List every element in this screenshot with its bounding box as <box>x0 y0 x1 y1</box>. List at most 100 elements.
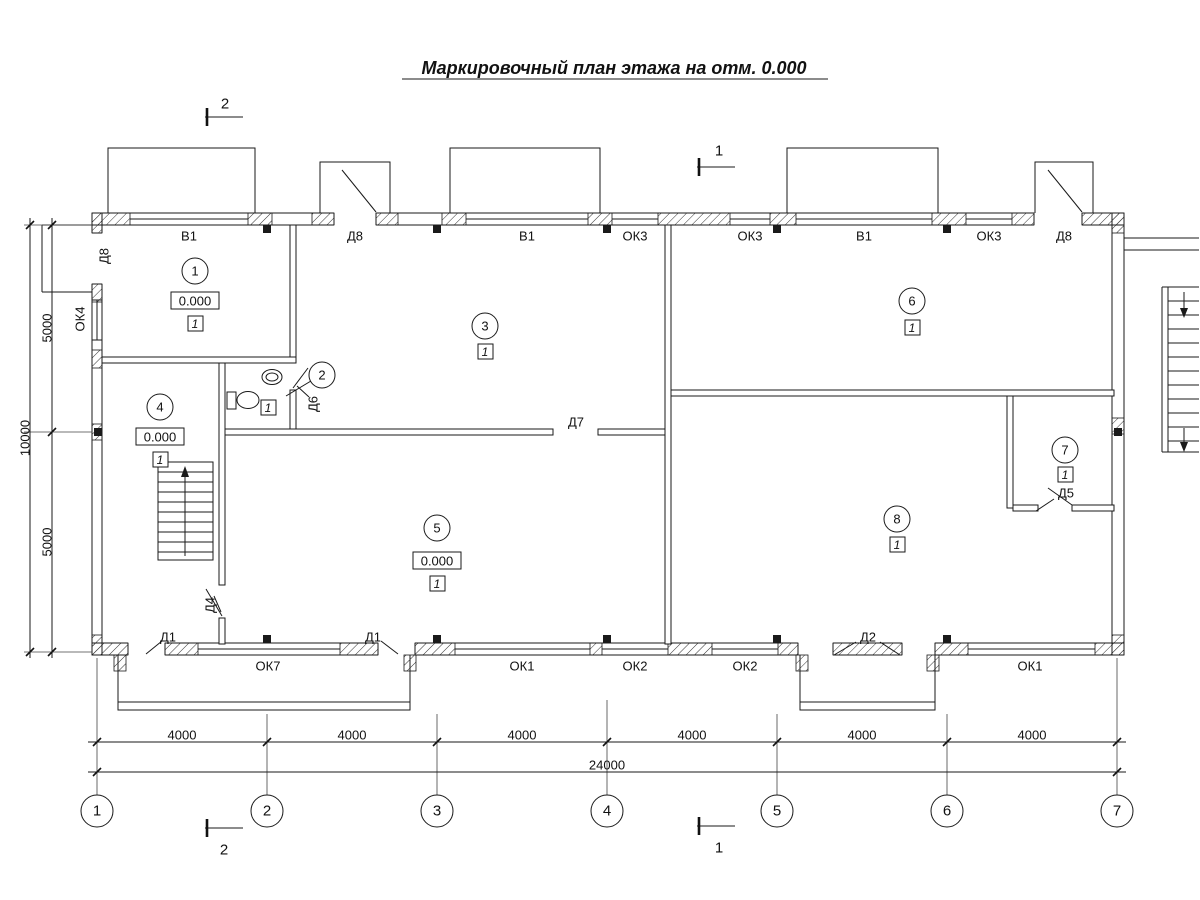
room-5-finish: 1 <box>434 577 441 591</box>
room-7-number: 7 <box>1061 443 1068 458</box>
room-5-finish-box <box>429 575 446 592</box>
axis-7: 7 <box>1113 803 1121 820</box>
bottom-dimensions: 4000 4000 4000 4000 4000 4000 24000 <box>88 658 1126 795</box>
room-5-bubble <box>423 514 451 542</box>
dim-left-5000-bottom: 5000 <box>40 528 55 557</box>
room-2-finish-box <box>260 399 277 416</box>
label-v1-c: В1 <box>856 229 872 244</box>
room-6-finish-box <box>904 319 921 336</box>
axis-4: 4 <box>603 803 611 820</box>
room-4-finish-box <box>152 451 169 468</box>
dim-4000-3: 4000 <box>508 728 537 743</box>
room-1-finish-box <box>187 315 204 332</box>
toilet-tank <box>226 391 237 410</box>
room-3-finish-box <box>477 343 494 360</box>
label-ok3-c: ОК3 <box>977 229 1002 244</box>
label-ok1-b: ОК1 <box>1018 659 1043 674</box>
room-7-bubble <box>1051 436 1079 464</box>
door-leaf-d5 <box>1047 487 1073 506</box>
section-2-top-label: 2 <box>221 96 229 113</box>
dim-4000-6: 4000 <box>1018 728 1047 743</box>
section-1-bottom-label: 1 <box>715 840 723 857</box>
dim-4000-5: 4000 <box>848 728 877 743</box>
label-ok4: ОК4 <box>73 307 88 332</box>
door-leaf-d6 <box>292 367 309 389</box>
room-4-elevation-box <box>135 427 185 446</box>
room-5-elevation: 0.000 <box>421 554 454 569</box>
label-ok3-b: ОК3 <box>738 229 763 244</box>
door-leaf-d8-mid <box>341 169 377 213</box>
label-d1-a: Д1 <box>160 630 176 645</box>
room-2-bubble <box>308 361 336 389</box>
exterior-stair <box>1124 237 1199 453</box>
opening-labels: Д8 В1 Д8 В1 ОК3 ОК3 В1 ОК3 Д8 ОК4 Д1 ОК7… <box>73 229 1075 674</box>
axis-6: 6 <box>943 803 951 820</box>
sink-basin <box>265 372 279 382</box>
drawing-title: Маркировочный план этажа на отм. 0.000 <box>421 58 806 78</box>
room-4-finish: 1 <box>157 453 164 467</box>
interior-walls <box>101 224 1115 645</box>
room-1-number: 1 <box>191 264 198 279</box>
axis-bubbles: 1 2 3 4 5 6 7 <box>80 794 1134 828</box>
axis-bubble-6 <box>930 794 964 828</box>
wc-fixtures <box>226 369 283 410</box>
room-2-number: 2 <box>318 368 325 383</box>
label-ok2-b: ОК2 <box>733 659 758 674</box>
room-3-bubble <box>471 312 499 340</box>
room-3-number: 3 <box>481 319 488 334</box>
axis-1: 1 <box>93 803 101 820</box>
bottom-porches <box>113 654 940 711</box>
label-d1-b: Д1 <box>365 630 381 645</box>
room-markers: 1 0.000 1 2 1 3 1 4 0.000 1 5 0.000 1 6 … <box>135 257 1079 592</box>
dim-4000-4: 4000 <box>678 728 707 743</box>
left-dimensions: 5000 10000 5000 <box>18 218 92 658</box>
axis-bubble-4 <box>590 794 624 828</box>
room-3-finish: 1 <box>482 345 489 359</box>
room-4-number: 4 <box>156 400 163 415</box>
room-4-bubble <box>146 393 174 421</box>
room-2-finish: 1 <box>265 401 272 415</box>
room-8-number: 8 <box>893 512 900 527</box>
room-5-number: 5 <box>433 521 440 536</box>
dim-left-5000-top: 5000 <box>40 314 55 343</box>
toilet-bowl <box>236 391 260 409</box>
room-1-elevation-box <box>170 291 220 310</box>
room-7-finish-box <box>1057 466 1074 483</box>
room-1-elevation: 0.000 <box>179 294 212 309</box>
staircase <box>157 461 214 561</box>
room-8-finish: 1 <box>894 538 901 552</box>
stair-direction-arrow <box>181 466 189 477</box>
label-v1-b: В1 <box>519 229 535 244</box>
door-leaf-d8-right <box>1047 169 1083 213</box>
room-6-number: 6 <box>908 294 915 309</box>
room-8-finish-box <box>889 536 906 553</box>
dim-4000-2: 4000 <box>338 728 367 743</box>
label-d2: Д2 <box>860 630 876 645</box>
room-8-bubble <box>883 505 911 533</box>
axis-bubble-5 <box>760 794 794 828</box>
top-porches <box>107 147 1094 213</box>
label-v1-a: В1 <box>181 229 197 244</box>
section-1-top-label: 1 <box>715 143 723 160</box>
axis-bubble-2 <box>250 794 284 828</box>
room-1-bubble <box>181 257 209 285</box>
label-ok3-a: ОК3 <box>623 229 648 244</box>
room-1-finish: 1 <box>192 317 199 331</box>
leader-lines <box>145 380 1055 656</box>
room-4-elevation: 0.000 <box>144 430 177 445</box>
section-marks: 2 1 2 1 <box>205 96 735 859</box>
room-7-finish: 1 <box>1062 468 1069 482</box>
axis-bubble-7 <box>1100 794 1134 828</box>
label-d8-right: Д8 <box>1056 229 1072 244</box>
room-6-finish: 1 <box>909 321 916 335</box>
dim-4000-1: 4000 <box>168 728 197 743</box>
label-d7: Д7 <box>568 415 584 430</box>
room-6-bubble <box>898 287 926 315</box>
label-d5: Д5 <box>1058 486 1074 501</box>
label-ok7: ОК7 <box>256 659 281 674</box>
left-vestibule <box>41 224 92 293</box>
axis-bubble-1 <box>80 794 114 828</box>
label-d4: Д4 <box>203 597 218 613</box>
